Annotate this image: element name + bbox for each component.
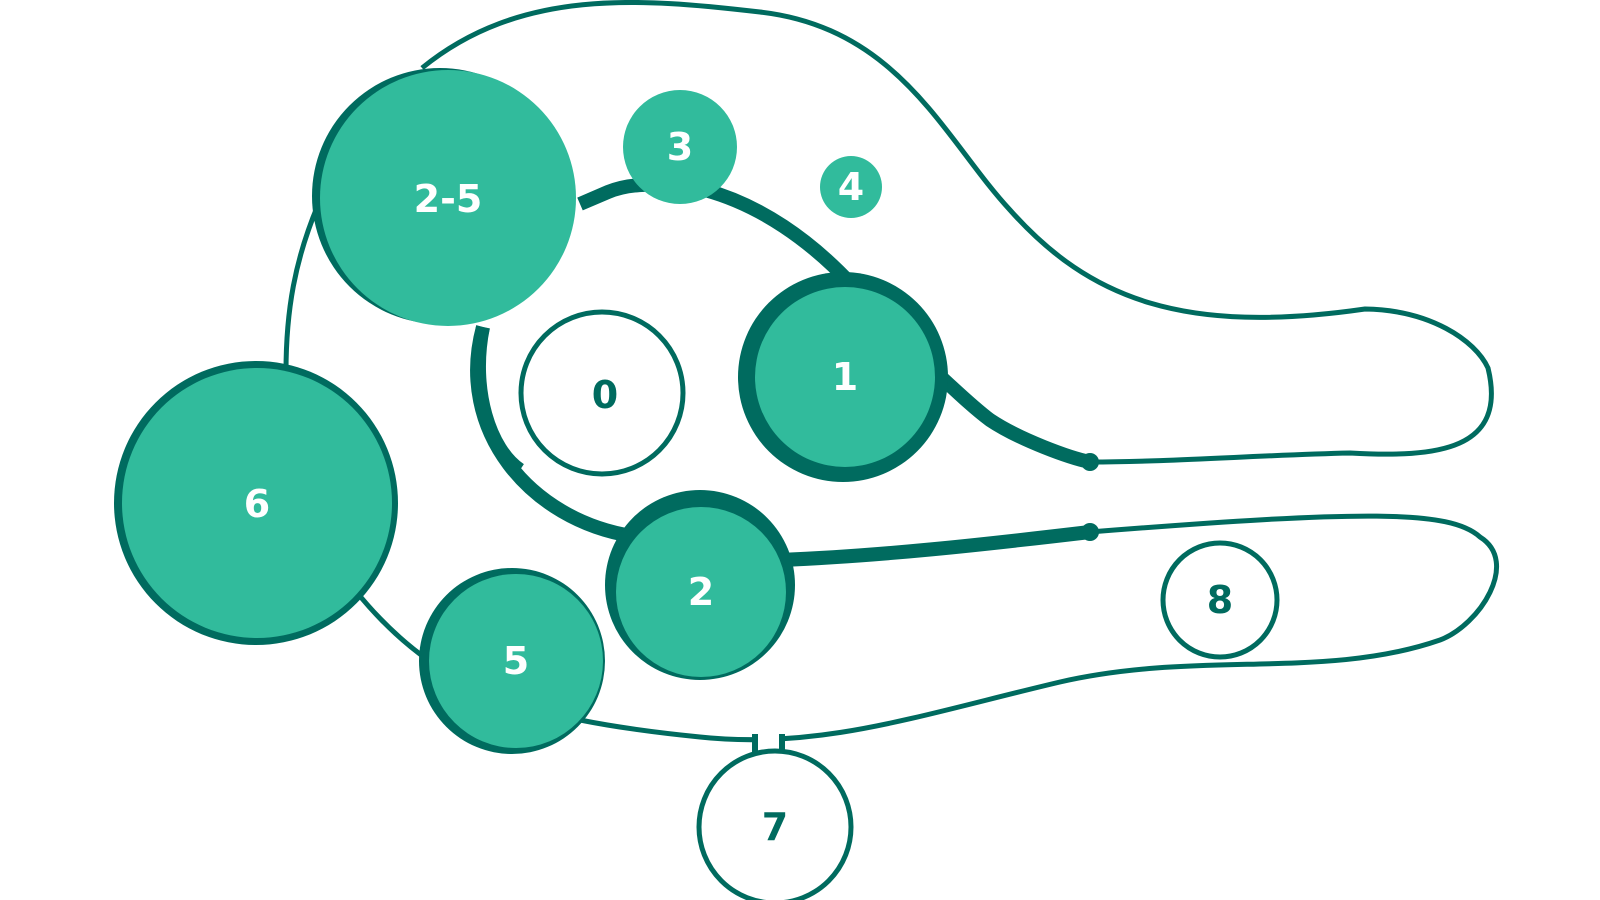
node-2-5-circle bbox=[320, 70, 576, 326]
top-thick-path bbox=[703, 183, 858, 290]
node-6: 6 bbox=[114, 361, 398, 645]
node-8-circle bbox=[1160, 540, 1280, 660]
node-label: 7 bbox=[762, 805, 788, 849]
node-3: 3 bbox=[623, 90, 737, 204]
left-arc-path bbox=[283, 204, 321, 373]
node-label: 6 bbox=[244, 482, 270, 526]
node-2-circle bbox=[616, 507, 786, 677]
node-label: 1 bbox=[832, 355, 858, 399]
node-7-circle bbox=[696, 748, 854, 900]
node-label: 2-5 bbox=[414, 177, 483, 221]
node-2-5: 2-5 bbox=[312, 68, 576, 326]
node-5: 5 bbox=[419, 568, 605, 754]
node-label: 0 bbox=[592, 373, 618, 417]
node-3-circle bbox=[623, 90, 737, 204]
node-0-circle bbox=[518, 309, 686, 477]
node-label: 5 bbox=[503, 639, 529, 683]
bottom-loop-path bbox=[579, 513, 1500, 743]
node-2: 2 bbox=[605, 490, 795, 680]
node-label: 2 bbox=[688, 570, 714, 614]
node-1-circle bbox=[755, 287, 935, 467]
node-4: 4 bbox=[820, 156, 882, 218]
node-label: 8 bbox=[1207, 578, 1233, 622]
terminal-dot-upper bbox=[1081, 453, 1099, 471]
inner-ring-lower-path bbox=[470, 325, 634, 543]
terminal-dot-lower bbox=[1081, 523, 1099, 541]
node-8: 8 bbox=[1160, 540, 1280, 660]
one-to-terminal-path bbox=[923, 359, 1092, 469]
node-6-circle bbox=[122, 368, 392, 638]
node-0: 0 bbox=[518, 309, 686, 477]
node-5-circle bbox=[429, 574, 603, 748]
node-4-circle bbox=[820, 156, 882, 218]
node-label: 4 bbox=[838, 165, 864, 209]
node-7: 7 bbox=[696, 748, 854, 900]
six-to-five-path bbox=[353, 588, 430, 663]
outer-loop-path bbox=[420, 0, 1494, 465]
node-1: 1 bbox=[738, 272, 948, 482]
two-to-terminal-path bbox=[779, 525, 1091, 567]
node-label: 3 bbox=[667, 125, 693, 169]
